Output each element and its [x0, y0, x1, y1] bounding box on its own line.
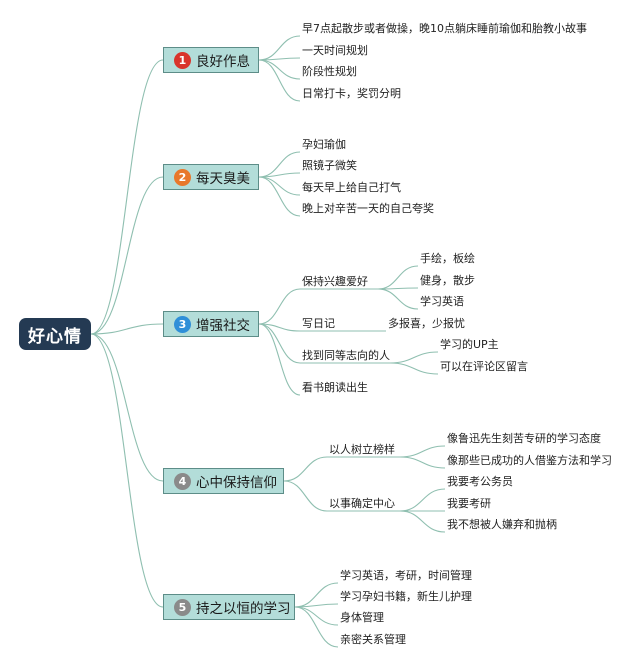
connector [399, 456, 446, 469]
connector [283, 480, 328, 512]
root-node[interactable]: 好心情 [19, 318, 91, 350]
leaf-5-3[interactable]: 身体管理 [340, 611, 384, 624]
badge-2: 2 [174, 168, 191, 186]
badge-5: 5 [174, 598, 191, 616]
leaf-3-3-2[interactable]: 可以在评论区留言 [440, 360, 528, 373]
leaf-2-1[interactable]: 孕妇瑜伽 [302, 138, 346, 151]
leaf-4-1-2[interactable]: 像那些已成功的人借鉴方法和学习 [447, 454, 612, 467]
leaf-3-1-2[interactable]: 健身，散步 [420, 274, 475, 287]
connector [389, 362, 439, 375]
connector [258, 323, 301, 396]
sub-3-2[interactable]: 写日记 [302, 317, 335, 330]
connector [258, 59, 301, 80]
leaf-4-2-2[interactable]: 我要考研 [447, 497, 491, 510]
leaf-1-4[interactable]: 日常打卡，奖罚分明 [302, 87, 401, 100]
root-to-branch-5 [90, 333, 164, 608]
root-to-branch-1 [90, 59, 164, 335]
leaf-1-3[interactable]: 阶段性规划 [302, 65, 357, 78]
branch-good-routine[interactable]: 1 良好作息 [163, 47, 259, 73]
connector [399, 445, 446, 458]
root-to-branch-3 [90, 323, 164, 335]
branch-label: 持之以恒的学习 [196, 601, 291, 617]
sub-4-2[interactable]: 以事确定中心 [329, 497, 395, 510]
sub-3-4[interactable]: 看书朗读出生 [302, 381, 368, 394]
leaf-4-2-3[interactable]: 我不想被人嫌弃和抛柄 [447, 518, 557, 531]
connector [283, 456, 328, 482]
connector [294, 582, 339, 608]
connector [294, 606, 339, 626]
leaf-3-3-1[interactable]: 学习的UP主 [440, 338, 499, 351]
leaf-2-2[interactable]: 照镜子微笑 [302, 159, 357, 172]
connector [399, 510, 446, 533]
connector [377, 288, 419, 310]
branch-label: 心中保持信仰 [196, 475, 277, 491]
leaf-5-2[interactable]: 学习孕妇书籍，新生儿护理 [340, 590, 472, 603]
connector [258, 59, 301, 102]
branch-social[interactable]: 3 增强社交 [163, 311, 259, 337]
connector [258, 172, 301, 178]
branch-label: 增强社交 [196, 318, 250, 334]
root-to-branch-4 [90, 333, 164, 482]
connector [258, 323, 301, 364]
leaf-3-1-1[interactable]: 手绘，板绘 [420, 252, 475, 265]
leaf-3-1-3[interactable]: 学习英语 [420, 295, 464, 308]
connector [258, 288, 301, 325]
sub-3-1[interactable]: 保持兴趣爱好 [302, 275, 368, 288]
leaf-2-4[interactable]: 晚上对辛苦一天的自己夸奖 [302, 202, 434, 215]
branch-learning[interactable]: 5 持之以恒的学习 [163, 594, 295, 620]
leaf-4-1-1[interactable]: 像鲁迅先生刻苦专研的学习态度 [447, 432, 601, 445]
connector [377, 265, 419, 290]
leaf-2-3[interactable]: 每天早上给自己打气 [302, 181, 401, 194]
badge-1: 1 [174, 51, 191, 69]
leaf-1-2[interactable]: 一天时间规划 [302, 44, 368, 57]
leaf-1-1[interactable]: 早7点起散步或者做操，晚10点躺床睡前瑜伽和胎教小故事 [302, 22, 587, 35]
leaf-4-2-1[interactable]: 我要考公务员 [447, 475, 513, 488]
branch-faith[interactable]: 4 心中保持信仰 [163, 468, 284, 494]
leaf-5-1[interactable]: 学习英语，考研，时间管理 [340, 569, 472, 582]
leaf-5-4[interactable]: 亲密关系管理 [340, 633, 406, 646]
connector [258, 176, 301, 196]
branch-daily-beauty[interactable]: 2 每天臭美 [163, 164, 259, 190]
branch-label: 良好作息 [196, 54, 250, 70]
leaf-3-2-1[interactable]: 多报喜，少报忧 [388, 317, 465, 330]
badge-3: 3 [174, 315, 191, 333]
connector [399, 488, 446, 512]
connector [294, 606, 339, 648]
badge-4: 4 [174, 472, 191, 490]
connector [258, 35, 301, 61]
connector [258, 151, 301, 178]
connector [258, 176, 301, 217]
branch-label: 每天臭美 [196, 171, 250, 187]
connector [294, 603, 339, 608]
sub-4-1[interactable]: 以人树立榜样 [329, 443, 395, 456]
connector [389, 351, 439, 364]
root-to-branch-2 [90, 176, 164, 335]
sub-3-3[interactable]: 找到同等志向的人 [302, 349, 390, 362]
